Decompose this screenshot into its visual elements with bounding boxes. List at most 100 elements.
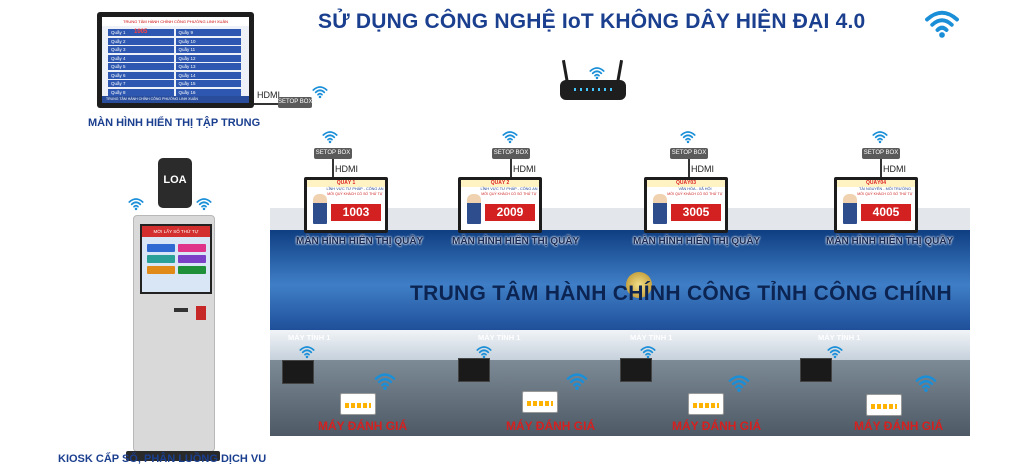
rating-label: MÁY ĐÁNH GIÁ <box>318 419 408 433</box>
rating-label: MÁY ĐÁNH GIÁ <box>672 419 762 433</box>
setop-box-icon: SETOP BOX <box>670 148 708 159</box>
queue-counter-name: Quầy 14 <box>178 72 196 78</box>
hdmi-label: HDMI <box>883 164 906 174</box>
queue-counter-name: Quầy 4 <box>111 55 126 61</box>
queue-cell: Quầy 7 <box>108 80 174 87</box>
queue-counter-name: Quầy 16 <box>178 89 196 95</box>
queue-ticket-number: 1005 <box>134 29 148 35</box>
hdmi-cable <box>880 159 882 177</box>
queue-counter-name: Quầy 11 <box>178 47 196 52</box>
counter-display-monitor: QUẦY03 VĂN HÓA - XÃ HỘI MỜI QUÝ KHÁCH CÓ… <box>644 177 728 233</box>
kiosk-banner: MỜI LẤY SỐ THỨ TỰ <box>142 226 210 237</box>
counter-service: LĨNH VỰC TƯ PHÁP - CÔNG AN <box>480 187 538 191</box>
queue-counter-name: Quầy 9 <box>178 30 194 35</box>
queue-cell: Quầy 13 <box>175 63 241 70</box>
officer-photo <box>313 194 327 224</box>
central-display-header: TRUNG TÂM HÀNH CHÍNH CÔNG PHƯỜNG LINH XU… <box>102 17 249 26</box>
queue-counter-name: Quầy 15 <box>178 81 196 86</box>
wifi-icon <box>322 130 338 144</box>
queue-row: Quầy 4 Quầy 12 <box>108 54 243 63</box>
computer-icon <box>282 360 314 384</box>
officer-photo <box>467 194 481 224</box>
kiosk-machine: MỜI LẤY SỐ THỨ TỰ <box>126 215 220 461</box>
computer-label: MÁY TÍNH 1 <box>478 333 521 342</box>
setop-box-icon: SETOP BOX <box>492 148 530 159</box>
queue-cell: Quầy 3 <box>108 46 174 53</box>
queue-row: Quầy 7 Quầy 15 <box>108 80 243 88</box>
speaker-icon: LOA <box>158 158 192 208</box>
wifi-icon <box>476 345 492 359</box>
wifi-icon <box>728 374 750 393</box>
setop-box-icon: SETOP BOX <box>314 148 352 159</box>
counter-service: LĨNH VỰC TƯ PHÁP - CÔNG AN <box>326 187 384 191</box>
computer-icon <box>458 358 490 382</box>
wifi-icon <box>640 345 656 359</box>
counter-invite: MỜI QUÝ KHÁCH CÓ SỐ THỨ TỰ <box>857 192 913 196</box>
computer-label: MÁY TÍNH 1 <box>818 333 861 342</box>
router-icon <box>560 59 626 104</box>
wifi-icon <box>924 9 960 39</box>
rating-label: MÁY ĐÁNH GIÁ <box>506 419 596 433</box>
page-title: SỬ DỤNG CÔNG NGHỆ IoT KHÔNG DÂY HIỆN ĐẠI… <box>318 10 866 33</box>
office-photo: TRUNG TÂM HÀNH CHÍNH CÔNG TỈNH CÔNG CHÍN… <box>270 208 970 436</box>
wifi-icon <box>872 130 888 144</box>
computer-icon <box>620 358 652 382</box>
wifi-icon <box>566 372 588 391</box>
queue-cell: Quầy 15 <box>175 80 241 87</box>
wifi-icon <box>299 345 315 359</box>
counter-invite: MỜI QUÝ KHÁCH CÓ SỐ THỨ TỰ <box>667 192 723 196</box>
hdmi-cable <box>332 159 334 177</box>
emblem-icon <box>626 272 652 298</box>
queue-cell: Quầy 6 <box>108 71 174 79</box>
hdmi-label: HDMI <box>335 164 358 174</box>
queue-cell: Quầy 16 <box>175 88 241 96</box>
counter-display-monitor: QUẦY 1 LĨNH VỰC TƯ PHÁP - CÔNG AN MỜI QU… <box>304 177 388 233</box>
counter-service: VĂN HÓA - XÃ HỘI <box>678 187 712 191</box>
rating-tablet <box>688 393 724 415</box>
counter-name: QUẦY 1 <box>307 180 385 187</box>
setop-box-icon: SETOP BOX <box>278 97 312 108</box>
wifi-icon <box>502 130 518 144</box>
queue-row: Quầy 5 Quầy 13 <box>108 63 243 71</box>
central-display-monitor: TRUNG TÂM HÀNH CHÍNH CÔNG PHƯỜNG LINH XU… <box>97 12 254 108</box>
ticket-number: 4005 <box>861 204 911 221</box>
queue-cell: Quầy 5 <box>108 63 174 70</box>
queue-counter-name: Quầy 3 <box>111 47 126 52</box>
counter-invite: MỜI QUÝ KHÁCH CÓ SỐ THỨ TỰ <box>481 192 537 196</box>
counter-invite: MỜI QUÝ KHÁCH CÓ SỐ THỨ TỰ <box>327 192 383 196</box>
queue-cell: Quầy 10 <box>175 37 241 45</box>
wifi-icon <box>128 197 144 211</box>
queue-counter-name: Quầy 2 <box>111 38 126 44</box>
central-display-footer: TRUNG TÂM HÀNH CHÍNH CÔNG PHƯỜNG LINH XU… <box>102 96 249 103</box>
rating-tablet <box>866 394 902 416</box>
counter-name: QUẦY04 <box>837 180 915 187</box>
hdmi-cable <box>254 103 278 105</box>
computer-icon <box>800 358 832 382</box>
queue-cell: Quầy 14 <box>175 71 241 79</box>
counter-display-monitor: QUẦY 2 LĨNH VỰC TƯ PHÁP - CÔNG AN MỜI QU… <box>458 177 542 233</box>
queue-cell: Quầy 9 <box>175 29 241 36</box>
queue-counter-name: Quầy 12 <box>178 55 196 61</box>
hdmi-label: HDMI <box>513 164 536 174</box>
counter-name: QUẦY03 <box>647 180 725 187</box>
computer-label: MÁY TÍNH 1 <box>288 333 331 342</box>
counter-display-label: MÀN HÌNH HIỂN THỊ QUẦY <box>452 236 580 247</box>
hdmi-label: HDMI <box>257 90 280 100</box>
wifi-icon <box>827 345 843 359</box>
queue-counter-name: Quầy 1 <box>111 30 126 35</box>
queue-counter-name: Quầy 7 <box>111 81 126 86</box>
kiosk-label: KIOSK CẤP SỐ, PHÂN LUỒNG DỊCH VU <box>58 453 267 465</box>
counter-display-label: MÀN HÌNH HIỂN THỊ QUẦY <box>296 236 424 247</box>
counter-display-monitor: QUẦY04 TÀI NGUYÊN - MÔI TRƯỜNG MỜI QUÝ K… <box>834 177 918 233</box>
ticket-number: 2009 <box>485 204 535 221</box>
queue-row: Quầy 6 Quầy 14 <box>108 71 243 80</box>
queue-row: Quầy 1 1005 Quầy 9 <box>108 29 243 37</box>
wifi-icon <box>374 372 396 391</box>
counter-display-label: MÀN HÌNH HIỂN THỊ QUẦY <box>826 236 954 247</box>
central-display-label: MÀN HÌNH HIỂN THỊ TẬP TRUNG <box>88 117 261 129</box>
counter-service: TÀI NGUYÊN - MÔI TRƯỜNG <box>859 187 911 191</box>
queue-counter-name: Quầy 13 <box>178 64 196 69</box>
queue-row: Quầy 2 Quầy 10 <box>108 37 243 46</box>
wifi-icon <box>680 130 696 144</box>
queue-row: Quầy 3 Quầy 11 <box>108 46 243 54</box>
